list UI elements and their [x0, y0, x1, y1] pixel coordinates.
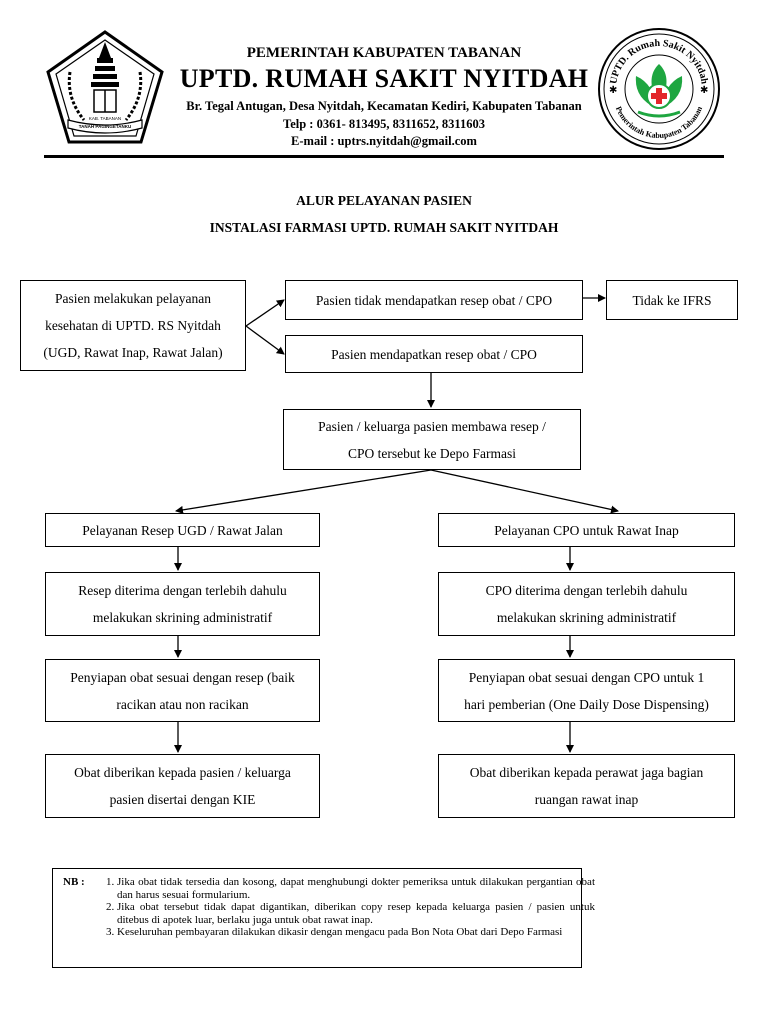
box-right-preparation-line-1: Penyiapan obat sesuai dengan CPO untuk 1: [468, 669, 705, 685]
box-bring-line-1: Pasien / keluarga pasien membawa resep /: [318, 418, 546, 434]
box-left-screening-line-2: melakukan skrining administratif: [92, 610, 273, 625]
box-left-screening-line-1: Resep diterima dengan terlebih dahulu: [78, 583, 287, 598]
arrow-bring-to-left: [175, 469, 432, 514]
box-left-service-text: Pelayanan Resep UGD / Rawat Jalan: [82, 522, 283, 538]
hospital-seal-icon: UPTD. Rumah Sakit Nyitdah Pemerintah Kab…: [598, 28, 720, 150]
left-logo-ribbon-text-2: TANAH PAGINGETANKU: [78, 124, 132, 129]
header-address: Br. Tegal Antugan, Desa Nyitdah, Kecamat…: [186, 99, 582, 113]
note-item-1: Jika obat tidak tersedia dan kosong, dap…: [117, 876, 595, 901]
arrow-start-to-rx: [245, 325, 285, 355]
header-government: PEMERINTAH KABUPATEN TABANAN: [246, 45, 522, 61]
box-start-line-2: kesehatan di UPTD. RS Nyitdah: [45, 318, 221, 333]
box-left-delivery-line-2: pasien disertai dengan KIE: [109, 792, 256, 807]
note-item-3: Keseluruhan pembayaran dilakukan dikasir…: [117, 926, 595, 939]
svg-text:✱: ✱: [700, 85, 708, 96]
arrow-bring-to-right: [430, 469, 619, 514]
notes-list: Jika obat tidak tersedia dan kosong, dap…: [99, 876, 595, 939]
box-right-screening: CPO diterima dengan terlebih dahulu mela…: [438, 572, 735, 636]
header-hospital-name: UPTD. RUMAH SAKIT NYITDAH: [179, 64, 589, 93]
box-left-delivery-line-1: Obat diberikan kepada pasien / keluarga: [74, 765, 291, 780]
left-logo-ribbon-text: KAB. TABANAN: [88, 116, 122, 121]
box-right-service-text: Pelayanan CPO untuk Rawat Inap: [494, 522, 679, 538]
box-right-delivery-line-1: Obat diberikan kepada perawat jaga bagia…: [469, 765, 704, 780]
header-email: E-mail : uptrs.nyitdah@gmail.com: [291, 134, 477, 148]
box-right-screening-line-1: CPO diterima dengan terlebih dahulu: [485, 583, 688, 598]
tabanan-regency-emblem-icon: [46, 30, 164, 144]
box-start-line-3: (UGD, Rawat Inap, Rawat Jalan): [43, 345, 223, 360]
box-right-screening-line-2: melakukan skrining administratif: [496, 610, 677, 625]
box-no-prescription: Pasien tidak mendapatkan resep obat / CP…: [285, 280, 583, 320]
box-prescription-text: Pasien mendapatkan resep obat / CPO: [331, 346, 537, 362]
header-phone: Telp : 0361- 813495, 8311652, 8311603: [283, 117, 485, 131]
box-left-service: Pelayanan Resep UGD / Rawat Jalan: [45, 513, 320, 547]
box-right-delivery: Obat diberikan kepada perawat jaga bagia…: [438, 754, 735, 818]
box-left-preparation-line-2: racikan atau non racikan: [116, 696, 249, 712]
box-start: Pasien melakukan pelayanan kesehatan di …: [20, 280, 246, 371]
box-right-preparation-line-2: hari pemberian (One Daily Dose Dispensin…: [464, 696, 709, 712]
box-prescription: Pasien mendapatkan resep obat / CPO: [285, 335, 583, 373]
notes-label: NB :: [63, 876, 85, 888]
note-item-2: Jika obat tersebut tidak dapat digantika…: [117, 901, 595, 926]
header-rule: [44, 155, 724, 158]
svg-text:✱: ✱: [609, 85, 617, 96]
box-right-delivery-line-2: ruangan rawat inap: [534, 792, 639, 807]
page-subtitle: INSTALASI FARMASI UPTD. RUMAH SAKIT NYIT…: [209, 220, 559, 235]
box-left-preparation-line-1: Penyiapan obat sesuai dengan resep (baik: [70, 669, 295, 685]
left-logo: KAB. TABANAN TANAH PAGINGETANKU: [44, 28, 166, 148]
box-not-ifrs-text: Tidak ke IFRS: [632, 292, 712, 308]
right-logo: UPTD. Rumah Sakit Nyitdah Pemerintah Kab…: [596, 26, 722, 152]
box-no-prescription-text: Pasien tidak mendapatkan resep obat / CP…: [315, 292, 553, 308]
box-start-line-1: Pasien melakukan pelayanan: [55, 291, 211, 306]
arrow-start-to-no-rx: [245, 299, 285, 327]
box-bring-to-depo: Pasien / keluarga pasien membawa resep /…: [283, 409, 581, 470]
page-title: ALUR PELAYANAN PASIEN: [296, 193, 472, 208]
box-right-service: Pelayanan CPO untuk Rawat Inap: [438, 513, 735, 547]
notes-box: NB : Jika obat tidak tersedia dan kosong…: [52, 868, 595, 968]
box-left-preparation: Penyiapan obat sesuai dengan resep (baik…: [45, 659, 320, 722]
box-not-ifrs: Tidak ke IFRS: [606, 280, 738, 320]
box-right-preparation: Penyiapan obat sesuai dengan CPO untuk 1…: [438, 659, 735, 722]
box-left-delivery: Obat diberikan kepada pasien / keluarga …: [45, 754, 320, 818]
box-left-screening: Resep diterima dengan terlebih dahulu me…: [45, 572, 320, 636]
box-bring-line-2: CPO tersebut ke Depo Farmasi: [348, 445, 516, 461]
